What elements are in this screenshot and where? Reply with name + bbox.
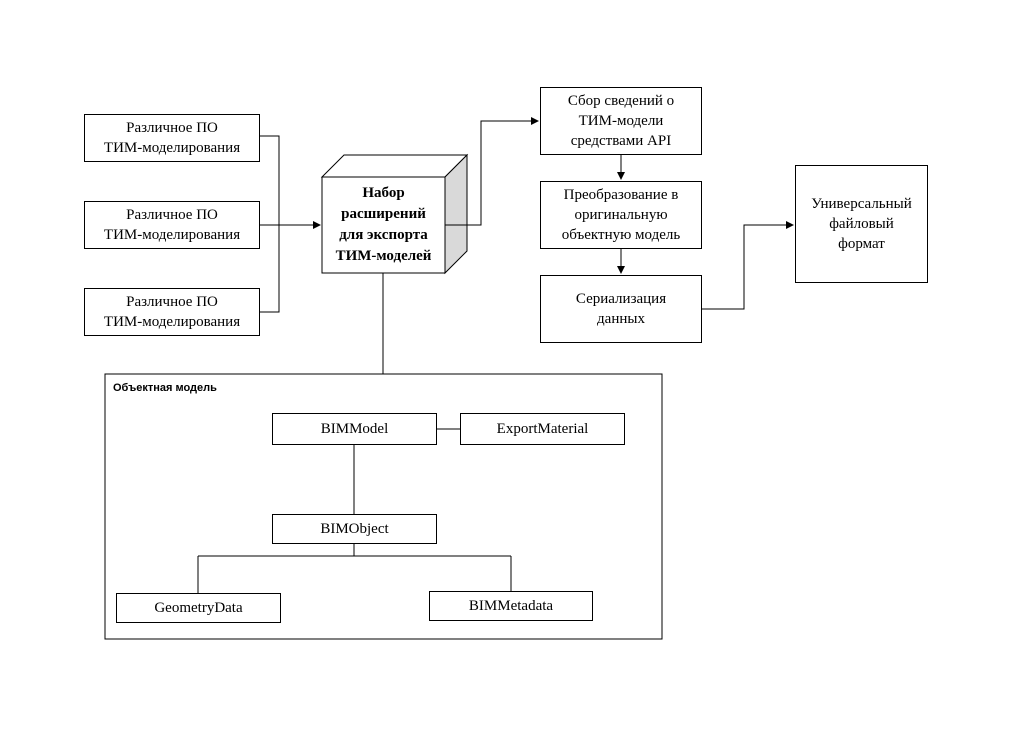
universal-format-label: Универсальный файловый формат [811,196,912,252]
object-model-tree-lines [197,428,512,593]
export-material-label: ExportMaterial [496,421,589,437]
software-box-3: Различное ПО ТИМ-моделирования [84,288,260,336]
bim-metadata-label: BIMMetadata [468,598,554,614]
collect-info-label: Сбор сведений о ТИМ-модели средствами AP… [567,93,675,149]
software-box-1: Различное ПО ТИМ-моделирования [84,114,260,162]
bim-model-label: BIMModel [320,421,389,437]
software-box-label: Различное ПО ТИМ-моделирования [103,120,241,156]
object-model-title: Объектная модель [113,382,217,394]
serialize-to-format-arrow [702,221,794,310]
software-box-label: Различное ПО ТИМ-моделирования [103,294,241,330]
bim-object-box: BIMObject [272,514,437,544]
geometry-data-box: GeometryData [116,593,281,623]
export-material-box: ExportMaterial [460,413,625,445]
software-merge-connector [260,135,321,313]
bim-metadata-box: BIMMetadata [429,591,593,621]
geometry-data-label: GeometryData [154,600,243,616]
software-box-label: Различное ПО ТИМ-моделирования [103,207,241,243]
software-box-2: Различное ПО ТИМ-моделирования [84,201,260,249]
transform-box: Преобразование в оригинальную объектную … [540,181,702,249]
serialize-label: Сериализация данных [575,291,667,327]
serialize-box: Сериализация данных [540,275,702,343]
transform-label: Преобразование в оригинальную объектную … [561,187,681,243]
bim-object-label: BIMObject [320,521,389,537]
cube-to-collect-arrow [445,117,539,226]
universal-format-box: Универсальный файловый формат [795,165,928,283]
extension-set-label: Набор расширений для экспорта ТИМ-моделе… [335,185,432,264]
extension-set-label-area: Набор расширений для экспорта ТИМ-моделе… [322,177,445,273]
collect-info-box: Сбор сведений о ТИМ-модели средствами AP… [540,87,702,155]
bim-model-box: BIMModel [272,413,437,445]
object-model-frame [104,373,663,640]
extension-set-cube [320,153,469,275]
